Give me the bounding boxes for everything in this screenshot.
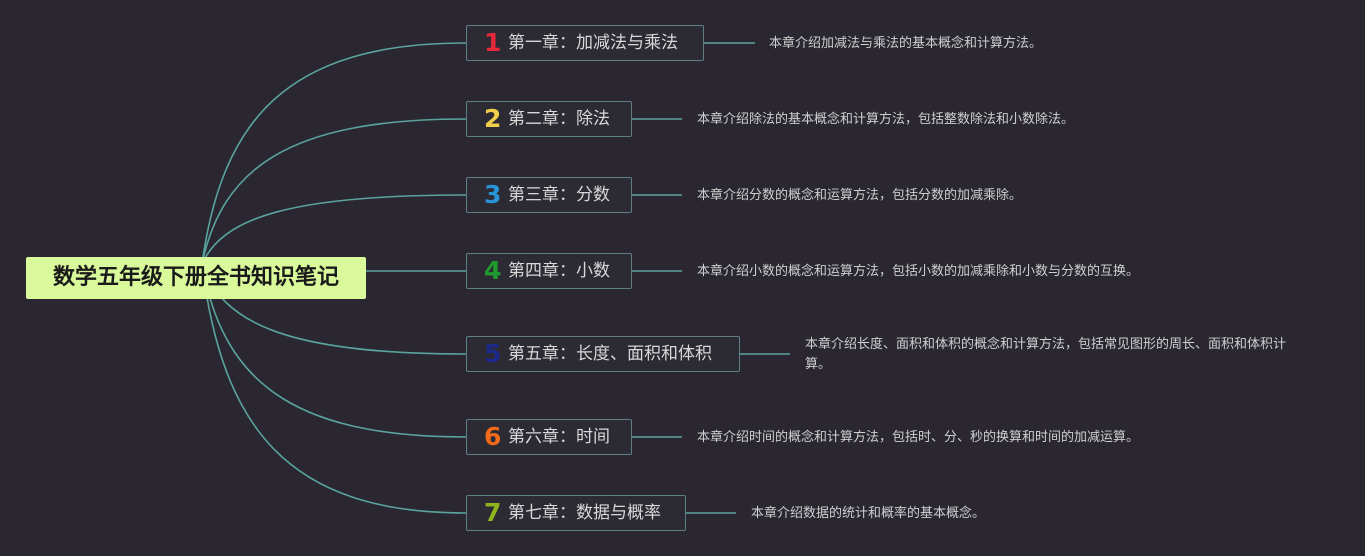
connector-chapter-7 [201,263,467,514]
chapter-number: 4 [484,256,502,285]
chapter-title: 第六章：时间 [508,427,610,447]
chapter-description-6: 本章介绍时间的概念和计算方法，包括时、分、秒的换算和时间的加减运算。 [697,430,1140,445]
chapter-title: 第一章：加减法与乘法 [508,33,678,53]
chapter-description-2: 本章介绍除法的基本概念和计算方法，包括整数除法和小数除法。 [697,112,1075,127]
root-topic[interactable]: 数学五年级下册全书知识笔记 [26,257,366,299]
chapter-node-6[interactable]: 6 第六章：时间 [466,419,632,455]
chapter-number: 3 [484,180,502,209]
chapter-number: 2 [484,104,502,133]
chapter-title: 第三章：分数 [508,185,610,205]
chapter-description-4: 本章介绍小数的概念和运算方法，包括小数的加减乘除和小数与分数的互换。 [697,264,1140,279]
connector-chapter-1 [201,42,467,265]
connector-chapter-3 [201,194,467,265]
connector-chapter-2 [201,118,467,265]
chapter-description-7: 本章介绍数据的统计和概率的基本概念。 [751,506,986,521]
chapter-title: 第二章：除法 [508,109,610,129]
chapter-description-3: 本章介绍分数的概念和运算方法，包括分数的加减乘除。 [697,188,1023,203]
chapter-node-7[interactable]: 7 第七章：数据与概率 [466,495,686,531]
chapter-title: 第四章：小数 [508,261,610,281]
chapter-title: 第五章：长度、面积和体积 [508,344,712,364]
chapter-number: 7 [484,498,502,527]
chapter-number: 1 [484,28,502,57]
chapter-node-2[interactable]: 2 第二章：除法 [466,101,632,137]
chapter-node-3[interactable]: 3 第三章：分数 [466,177,632,213]
chapter-node-5[interactable]: 5 第五章：长度、面积和体积 [466,336,740,372]
chapter-node-1[interactable]: 1 第一章：加减法与乘法 [466,25,704,61]
chapter-description-5: 本章介绍长度、面积和体积的概念和计算方法，包括常见图形的周长、面积和体积计算。 [805,337,1287,372]
chapter-title: 第七章：数据与概率 [508,503,661,523]
chapter-number: 5 [484,339,502,368]
chapter-node-4[interactable]: 4 第四章：小数 [466,253,632,289]
chapter-number: 6 [484,422,502,451]
connector-chapter-6 [201,263,467,438]
chapter-description-1: 本章介绍加减法与乘法的基本概念和计算方法。 [769,36,1043,51]
